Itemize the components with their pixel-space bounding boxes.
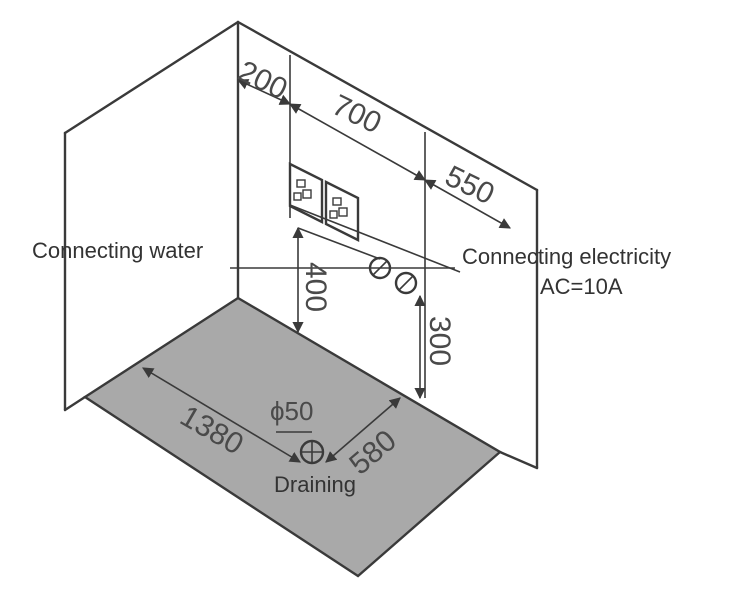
connecting-electricity-label: Connecting electricity	[462, 244, 671, 269]
ac-rating-label: AC=10A	[540, 274, 623, 299]
connecting-water-label: Connecting water	[32, 238, 203, 263]
left-wall	[63, 20, 240, 412]
draining-label: Draining	[274, 472, 356, 497]
dimension-300: 300	[423, 316, 456, 366]
water-valve-icon	[368, 256, 418, 295]
dimension-200: 200	[233, 55, 292, 107]
dimension-400: 400	[299, 262, 332, 312]
dimension-550: 550	[440, 160, 499, 212]
dimension-arrows	[142, 79, 511, 463]
drain-icon	[276, 431, 325, 465]
dimension-700: 700	[327, 89, 386, 141]
drain-diameter-label: ϕ50	[270, 396, 313, 426]
